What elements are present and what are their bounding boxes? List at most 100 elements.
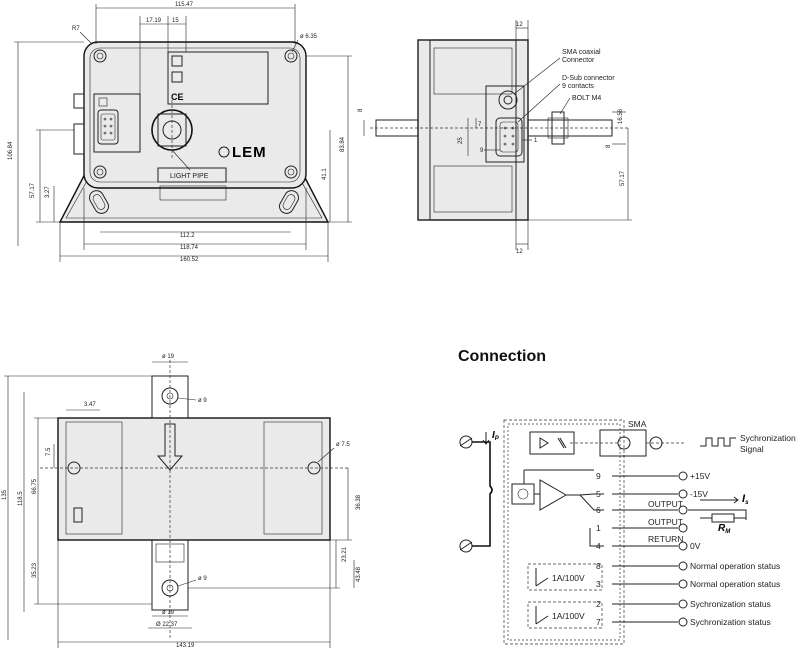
front-view: CE LEM LIGHT PIPE 115.47 17.19 [8,2,352,263]
dim-160-52: 160.52 [180,257,199,263]
dim-143-19: 143.19 [176,643,195,649]
dim-side-25: 25 [458,137,464,144]
pin-row: 1 OUTPUT [596,517,688,533]
ce-mark: CE [171,92,184,102]
lem-logo: LEM [232,144,267,161]
pin-number: 1 [596,523,601,533]
connection-diagram: Connection SMA Sychronization Signal IP [458,348,796,645]
dsub-label: D-Sub connector [562,75,615,82]
relay-box-1 [527,563,603,591]
dim-side-top: 12 [516,22,523,28]
pin-number: 3 [596,579,601,589]
dim-radius: R7 [72,26,80,32]
label-window [167,51,269,105]
dsub-label-2: 9 contacts [562,83,594,90]
rm-resistor [711,513,735,523]
pin-terminal-icon [678,471,688,481]
relay-2-label: 1A/100V [552,611,585,621]
bolt-label: BOLT M4 [572,95,601,102]
dim-side-8b: 8 [606,144,612,148]
corner-hole-tr [284,49,298,63]
top-hole-right [307,461,321,475]
side-view: SMA coaxial Connector D-Sub connector 9 … [358,20,632,255]
sma-box-label: SMA [628,419,647,429]
relay-1-label: 1A/100V [552,573,585,583]
pin-terminal-icon [678,523,688,533]
pin-label: Normal operation status [690,561,780,571]
dim-bottom-d19: ø 19 [162,610,175,616]
pin-terminal-icon [678,489,688,499]
pin-label: +15V [690,471,710,481]
pin-terminal-icon [678,579,688,589]
side-body [417,39,529,221]
dim-41-1: 41.1 [322,168,328,180]
dim-top-d19: ø 19 [162,354,175,360]
current-direction-arrow [156,423,184,471]
relay-box-2 [527,601,603,629]
dim-side-7: 7 [478,122,482,128]
hall-sensor [511,483,535,505]
dim-side-9: 9 [480,148,484,154]
dim-height-left: 106.84 [8,141,14,160]
sync-signal-label-1: Sychronization [740,433,796,443]
dim-36-38: 36.38 [356,494,362,510]
sync-signal-label-2: Signal [740,444,764,454]
amplifier [539,479,568,511]
sma-connector [498,90,518,110]
corner-hole-bl [93,165,107,179]
dim-35-23: 35.23 [32,562,38,578]
pin-label: -15V [690,489,708,499]
sma-label: SMA coaxial [562,49,601,56]
dim-bottom-d9: ø 9 [198,576,207,582]
pin-label: Sychronization status [690,617,771,627]
light-pipe-box [157,167,227,183]
side-stub-lower [73,123,85,155]
connection-title: Connection [458,348,546,365]
dim-118-5: 118.5 [18,491,24,506]
sensor-boundary [503,419,625,645]
status-led-1 [171,55,183,67]
dim-side-1: 1 [534,138,538,144]
pin-row: 3 Normal operation status [596,579,780,589]
dim-57-17: 57.17 [30,182,36,198]
pin-number: 9 [596,471,601,481]
pin-label: 0V [690,541,701,551]
dim-d7-5: ø 7.5 [336,442,350,448]
side-connector-panel [485,85,525,163]
dim-23-21: 23.21 [342,546,348,562]
corner-hole-tl [93,49,107,63]
is-label: Is [742,493,749,506]
sync-waveform [700,437,736,447]
top-body [57,417,331,541]
dim-118-74: 118.74 [180,245,199,251]
dim-side-57-17: 57.17 [620,170,626,186]
pin-label: Normal operation status [690,579,780,589]
sma-label-2: Connector [562,57,595,64]
pin-number: 2 [596,599,601,609]
left-flange-slot [89,190,109,214]
pin-label: Sychronization status [690,599,771,609]
dim-side-bottom: 12 [516,249,523,255]
dim-7-5: 7.5 [46,447,52,456]
dim-hole-dia: ø 6.35 [300,34,318,40]
front-housing [83,41,307,189]
pin-label: OUTPUT [648,517,683,527]
dim-top-d9: ø 9 [198,398,207,404]
pin-terminal-icon [678,617,688,627]
dim-3-27: 3.27 [45,186,51,198]
dim-width-top: 115.47 [175,2,194,8]
right-flange-slot [279,190,299,214]
dim-17-19: 17.19 [146,18,162,24]
pin-row: 9 +15V [596,471,710,481]
dim-66-75: 66.75 [32,478,38,494]
pin-row: 5-15V [596,489,708,499]
side-dsub [495,117,523,157]
pin-label: OUTPUT [648,499,683,509]
dim-112-2: 112.2 [180,233,195,239]
